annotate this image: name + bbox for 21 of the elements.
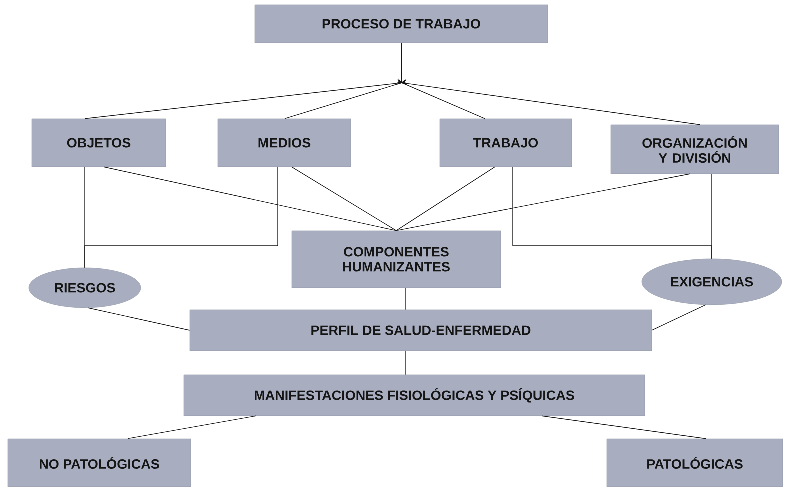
process-box: MANIFESTACIONES FISIOLÓGICAS Y PSÍQUICAS bbox=[184, 374, 646, 416]
process-box: PROCESO DE TRABAJO bbox=[254, 4, 548, 44]
connector-line bbox=[104, 166, 397, 232]
process-box: PERFIL DE SALUD-ENFERMEDAD bbox=[190, 310, 652, 352]
connector-line bbox=[292, 166, 397, 232]
connector-line bbox=[396, 166, 496, 232]
oval-box: RIESGOS bbox=[28, 268, 142, 308]
connector-line bbox=[396, 174, 690, 232]
connector-line bbox=[542, 416, 706, 440]
process-box: ORGANIZACIÓN Y DIVISIÓN bbox=[610, 124, 780, 174]
process-box: PATOLÓGICAS bbox=[606, 438, 784, 487]
connector-line bbox=[84, 166, 278, 268]
process-box: NO PATOLÓGICAS bbox=[8, 438, 192, 487]
oval-box: EXIGENCIAS bbox=[642, 258, 782, 306]
connector-line bbox=[652, 304, 706, 331]
connector-line bbox=[88, 308, 190, 331]
process-box: OBJETOS bbox=[32, 118, 166, 168]
process-box: MEDIOS bbox=[218, 118, 352, 168]
connector-line bbox=[128, 416, 256, 440]
process-box: COMPONENTES HUMANIZANTES bbox=[292, 230, 502, 288]
process-box: TRABAJO bbox=[440, 118, 572, 168]
